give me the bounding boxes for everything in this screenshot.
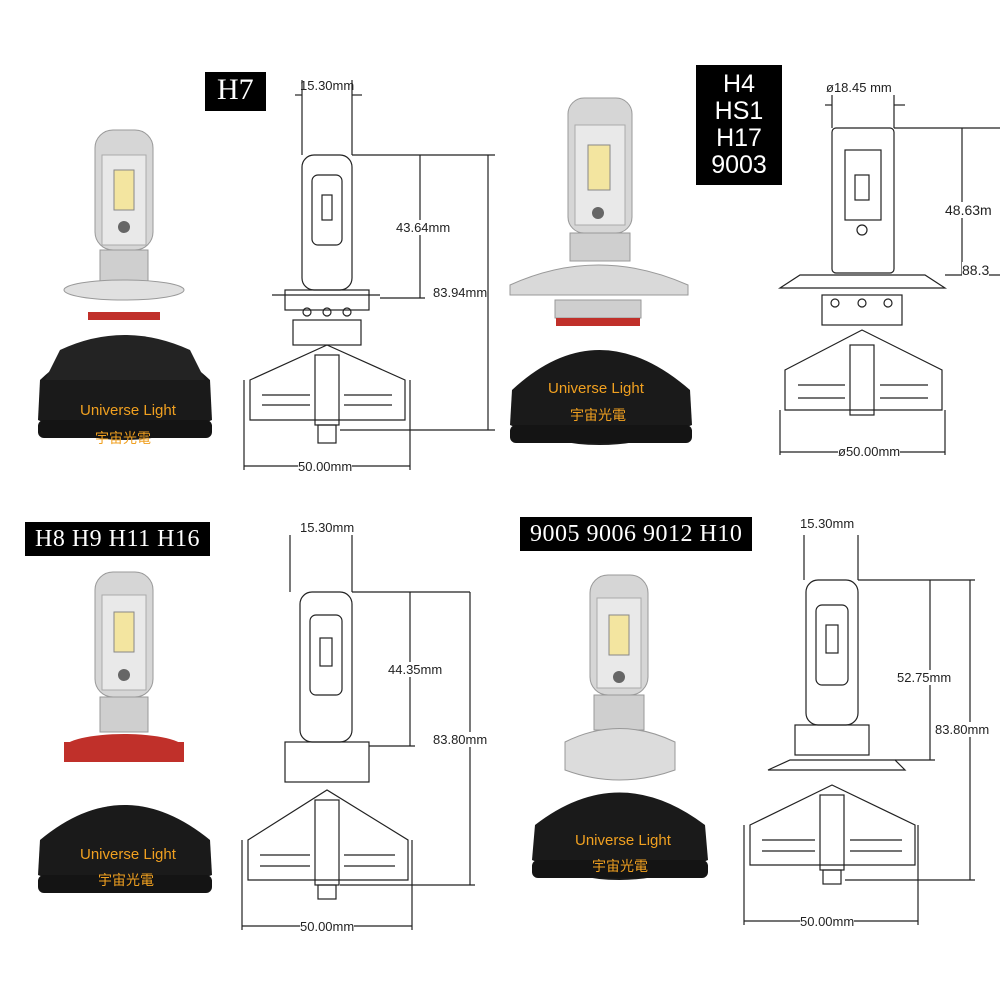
- type-label-line: HS1: [714, 97, 764, 125]
- bulb-type-label-h7: H7: [205, 72, 266, 111]
- brand-name: Universe Light: [548, 380, 644, 397]
- brand-name: Universe Light: [80, 402, 176, 419]
- dim-total-height: 83.94mm: [433, 285, 488, 300]
- dim-total-height: 83.80mm: [433, 732, 488, 747]
- dim-top-width: ø18.45 mm: [826, 80, 892, 95]
- brand-name-cn: 宇宙光電: [95, 431, 151, 447]
- bulb-type-label-h4: H4 HS1 H17 9003: [696, 65, 782, 185]
- brand-name: Universe Light: [80, 846, 176, 863]
- dim-total-height: 88.3: [962, 262, 990, 278]
- bulb-type-label-h11: H8 H9 H11 H16: [25, 522, 210, 556]
- dim-led-height: 48.63m: [945, 202, 992, 218]
- type-label-line: H17: [716, 124, 762, 152]
- dim-top-width: 15.30mm: [300, 78, 355, 93]
- dim-top-width: 15.30mm: [800, 516, 855, 531]
- type-label-line: H4: [723, 70, 755, 98]
- dim-led-height: 52.75mm: [897, 670, 952, 685]
- dim-base-width: ø50.00mm: [838, 444, 901, 459]
- dim-base-width: 50.00mm: [298, 459, 353, 474]
- dim-led-height: 44.35mm: [388, 662, 443, 677]
- type-label-line: 9003: [711, 151, 767, 179]
- dim-led-height: 43.64mm: [396, 220, 451, 235]
- dim-base-width: 50.00mm: [800, 914, 855, 929]
- brand-name: Universe Light: [575, 832, 671, 849]
- dim-total-height: 83.80mm: [935, 722, 990, 737]
- brand-name-cn: 宇宙光電: [98, 873, 154, 889]
- brand-name-cn: 宇宙光電: [570, 408, 626, 424]
- dim-top-width: 15.30mm: [300, 520, 355, 535]
- brand-name-cn: 宇宙光電: [592, 859, 648, 875]
- bulb-type-label-9005: 9005 9006 9012 H10: [520, 517, 753, 551]
- dim-base-width: 50.00mm: [300, 919, 355, 934]
